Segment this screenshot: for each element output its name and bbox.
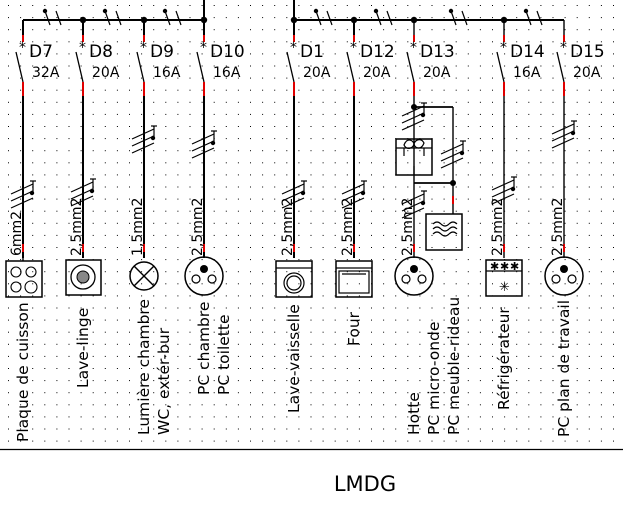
socket-icon (544, 256, 584, 296)
device-label: Lave-linge (74, 308, 92, 388)
socket-icon (184, 256, 224, 296)
breaker-rating: 16A (513, 65, 541, 81)
breaker-id: D14 (510, 42, 545, 62)
cable-size-label: 2,5mm2 (490, 198, 506, 256)
breaker-blade (286, 51, 295, 83)
breaker-id: D10 (210, 42, 245, 62)
svg-text:✱: ✱ (490, 260, 499, 273)
breaker-rating: 20A (92, 65, 120, 81)
cable-size-label: 6mm2 (9, 211, 25, 256)
breaker-rating: 20A (303, 65, 331, 81)
breaker-rating: 20A (423, 65, 451, 81)
breaker-blade (406, 51, 415, 83)
lamp-icon (129, 261, 159, 291)
svg-text:✱: ✱ (500, 260, 509, 273)
cable-conductor-ticks-icon (491, 176, 517, 205)
device-label: Lave-vaisselle (285, 304, 303, 413)
cable-size-label: 1,5mm2 (130, 198, 146, 256)
breaker-id: D9 (150, 42, 174, 62)
microwave-icon (425, 213, 463, 251)
breaker-blade (556, 51, 565, 83)
cable-size-label: 2,5mm2 (400, 198, 416, 256)
cable-conductor-ticks-icon (341, 180, 367, 209)
svg-text:✳: ✳ (499, 280, 510, 295)
cable-conductor-ticks-icon (401, 190, 427, 219)
device-label: Plaque de cuisson (14, 302, 32, 442)
cable-conductor-ticks-icon (551, 120, 577, 149)
breaker-blade (15, 51, 24, 83)
breaker-id: D15 (570, 42, 605, 62)
breaker-trip-icon: * (19, 40, 26, 56)
socket-icon (394, 256, 434, 296)
breaker-rating: 20A (573, 65, 601, 81)
breaker-trip-icon: * (500, 40, 507, 56)
breaker-trip-icon: * (140, 40, 147, 56)
breaker-id: D8 (89, 42, 113, 62)
device-label: WC, extér-bur (155, 327, 173, 435)
breaker-id: D1 (300, 42, 324, 62)
bus-conductor-ticks-icon (162, 8, 182, 26)
breaker-rating: 16A (153, 65, 181, 81)
breaker-trip-icon: * (79, 40, 86, 56)
bus-conductor-ticks-icon (523, 8, 543, 26)
breaker-id: D7 (29, 42, 53, 62)
bus-conductor-ticks-icon (42, 8, 62, 26)
bus-conductor-ticks-icon (373, 8, 393, 26)
cable-size-label: 2,5mm2 (190, 198, 206, 256)
oven-icon (335, 260, 373, 298)
wiring: * * * * * * * * * (10, 0, 577, 261)
device-label: Four (345, 311, 363, 346)
labels: D7 32A D8 20A D9 16A D10 16A D1 20A D12 20A D13 20A D1… (9, 42, 605, 442)
breaker-rating: 32A (32, 65, 60, 81)
hood-fan-icon (395, 138, 433, 176)
device-label: Hotte (405, 392, 423, 435)
device-label: Lumière chambre (135, 299, 153, 435)
breaker-rating: 16A (213, 65, 241, 81)
cable-size-label: 2,5mm2 (340, 198, 356, 256)
breaker-id: D12 (360, 42, 395, 62)
breaker-blade (346, 51, 355, 83)
cable-conductor-ticks-icon (440, 140, 466, 169)
breaker-id: D13 (420, 42, 455, 62)
breaker-blade (75, 51, 84, 83)
symbols: ✱✱✱✳ (5, 138, 584, 298)
breaker-rating: 20A (363, 65, 391, 81)
device-label: Réfrigérateur (495, 307, 513, 410)
device-label: PC toilette (215, 315, 233, 396)
cable-conductor-ticks-icon (10, 180, 36, 209)
breaker-blade (496, 51, 505, 83)
refrigerator-icon: ✱✱✱✳ (485, 259, 523, 297)
cable-size-label: 2,5mm2 (69, 198, 85, 256)
bus-conductor-ticks-icon (448, 8, 468, 26)
breaker-trip-icon: * (290, 40, 297, 56)
device-label: PC plan de travail (555, 300, 573, 437)
breaker-trip-icon: * (560, 40, 567, 56)
breaker-blade (196, 51, 205, 83)
cable-conductor-ticks-icon (281, 180, 307, 209)
breaker-trip-icon: * (200, 40, 207, 56)
breaker-trip-icon: * (410, 40, 417, 56)
cable-conductor-ticks-icon (70, 178, 96, 207)
cable-size-label: 2,5mm2 (550, 198, 566, 256)
device-label: PC chambre (195, 302, 213, 395)
cable-size-label: 2,5mm2 (280, 198, 296, 256)
cable-conductor-ticks-icon (401, 102, 427, 131)
breaker-trip-icon: * (350, 40, 357, 56)
svg-text:✱: ✱ (510, 260, 519, 273)
cable-conductor-ticks-icon (131, 125, 157, 154)
diagram-title: LMDG (333, 472, 397, 496)
bus-conductor-ticks-icon (313, 8, 333, 26)
bus-conductor-ticks-icon (102, 8, 122, 26)
device-label: PC meuble-rideau (445, 297, 463, 435)
breaker-blade (136, 51, 145, 83)
cable-conductor-ticks-icon (191, 130, 217, 159)
device-label: PC micro-onde (425, 322, 443, 435)
cooktop-icon (5, 260, 43, 298)
washing-machine-icon (65, 259, 102, 296)
dishwasher-icon (275, 260, 313, 298)
